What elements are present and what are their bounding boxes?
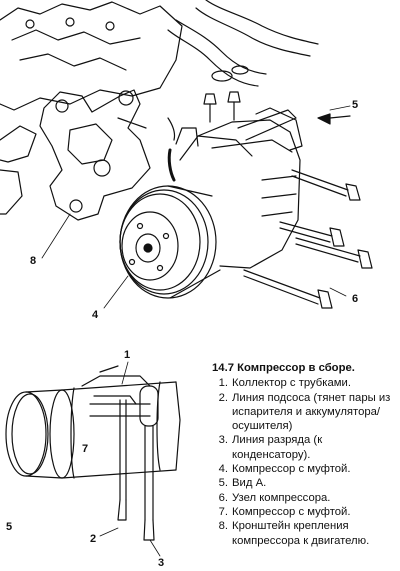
legend-number: 5.: [218, 477, 228, 490]
view-a-arrow-icon: [317, 113, 351, 125]
legend-number: 7.: [218, 505, 228, 518]
legend-item: 2. Линия подсоса (тянет пары из испарите…: [212, 391, 398, 434]
legend-number: 2.: [218, 391, 228, 404]
legend-number: 1.: [218, 377, 228, 390]
legend-text: Компрессор с муфтой.: [232, 463, 351, 476]
legend-number: 3.: [218, 434, 228, 447]
compressor-body: [167, 107, 303, 269]
legend-item: 8. Кронштейн крепления компрессора к дви…: [212, 519, 398, 548]
legend-item: 6. Узел компрессора.: [212, 491, 398, 505]
legend-text: Линия разряда (к конденсатору).: [232, 434, 323, 461]
legend-number: 4.: [218, 463, 228, 476]
caption-title: 14.7 Компрессор в сборе.: [212, 362, 355, 374]
callout-2: 2: [90, 533, 96, 545]
long-bolts: [243, 169, 373, 309]
legend-item: 3. Линия разряда (к конденсатору).: [212, 433, 398, 462]
legend-text: Кронштейн крепления компрессора к двигат…: [232, 520, 370, 547]
legend-text: Коллектор с трубками.: [232, 377, 351, 390]
callout-7: 7: [82, 443, 88, 455]
callout-5-side: 5: [6, 521, 12, 533]
legend-text: Вид А.: [232, 477, 267, 490]
callout-1: 1: [124, 349, 130, 361]
legend-item: 5. Вид А.: [212, 476, 398, 490]
callout-8: 8: [30, 255, 36, 267]
side-view: [5, 365, 181, 541]
engine-block: [0, 1, 183, 215]
legend-item: 1. Коллектор с трубками.: [212, 376, 398, 390]
legend-number: 6.: [218, 491, 228, 504]
side-leaders: [99, 361, 161, 557]
figure-caption: 14.7 Компрессор в сборе. 1. Коллектор с …: [212, 361, 398, 548]
legend-text: Узел компрессора.: [232, 491, 331, 504]
legend-item: 4. Компрессор с муфтой.: [212, 462, 398, 476]
callout-3: 3: [158, 557, 164, 569]
compressor-bracket: [39, 89, 151, 221]
legend-item: 7. Компрессор с муфтой.: [212, 505, 398, 519]
callout-6: 6: [352, 293, 358, 305]
top-leaders: [41, 105, 351, 309]
callout-4: 4: [92, 309, 99, 321]
intake-pipes: [167, 0, 319, 87]
legend-number: 8.: [218, 520, 228, 533]
mounting-bolts: [203, 91, 241, 123]
callout-5-top: 5: [352, 99, 358, 111]
legend-text: Линия подсоса (тянет пары из испарителя …: [232, 391, 391, 433]
legend-text: Компрессор с муфтой.: [232, 505, 351, 518]
clutch-pulley: [119, 185, 221, 299]
